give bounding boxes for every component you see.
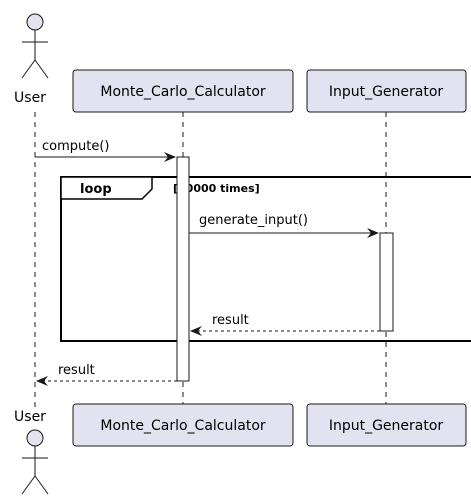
- loop-frame: loop [10000 times]: [60, 176, 471, 342]
- participant-generator-label-top: Input_Generator: [329, 84, 444, 100]
- actor-user-label-top: User: [14, 90, 46, 106]
- participant-box: [306, 69, 467, 113]
- participant-box: [72, 403, 294, 447]
- loop-tab: [60, 176, 153, 200]
- message-compute-label: compute(): [42, 139, 110, 154]
- loop-condition: [10000 times]: [173, 182, 260, 195]
- actor-leg-left: [21, 475, 36, 495]
- actor-head-icon: [26, 429, 44, 447]
- participant-calculator-label-top: Monte_Carlo_Calculator: [100, 84, 266, 100]
- actor-user-bottom: User: [14, 409, 49, 495]
- participant-box: [72, 69, 294, 113]
- participant-generator-label-bottom: Input_Generator: [329, 418, 444, 434]
- participant-generator-bottom: Input_Generator: [306, 403, 467, 447]
- loop-border: [60, 176, 471, 342]
- participant-calculator-label-bottom: Monte_Carlo_Calculator: [100, 418, 266, 434]
- activation-calculator: [176, 156, 190, 382]
- participant-generator-top: Input_Generator: [306, 69, 467, 113]
- actor-user-label-bottom: User: [14, 409, 46, 425]
- participant-box: [306, 403, 467, 447]
- message-compute: compute(): [35, 139, 176, 162]
- actor-head-icon: [26, 13, 44, 31]
- message-generate-input: generate_input(): [189, 213, 379, 238]
- message-generate-input-label: generate_input(): [199, 213, 308, 228]
- message-result-inner-label: result: [212, 313, 249, 328]
- message-result-outer: result: [36, 363, 177, 386]
- actor-leg-left: [21, 59, 36, 79]
- activation-generator: [379, 232, 394, 332]
- actor-leg-right: [34, 59, 49, 79]
- actor-user-top: User: [14, 13, 49, 106]
- message-result-outer-label: result: [58, 363, 95, 378]
- actor-leg-right: [34, 475, 49, 495]
- participant-calculator-top: Monte_Carlo_Calculator: [72, 69, 294, 113]
- participant-calculator-bottom: Monte_Carlo_Calculator: [72, 403, 294, 447]
- message-result-inner: result: [190, 313, 380, 336]
- loop-keyword: loop: [80, 182, 112, 197]
